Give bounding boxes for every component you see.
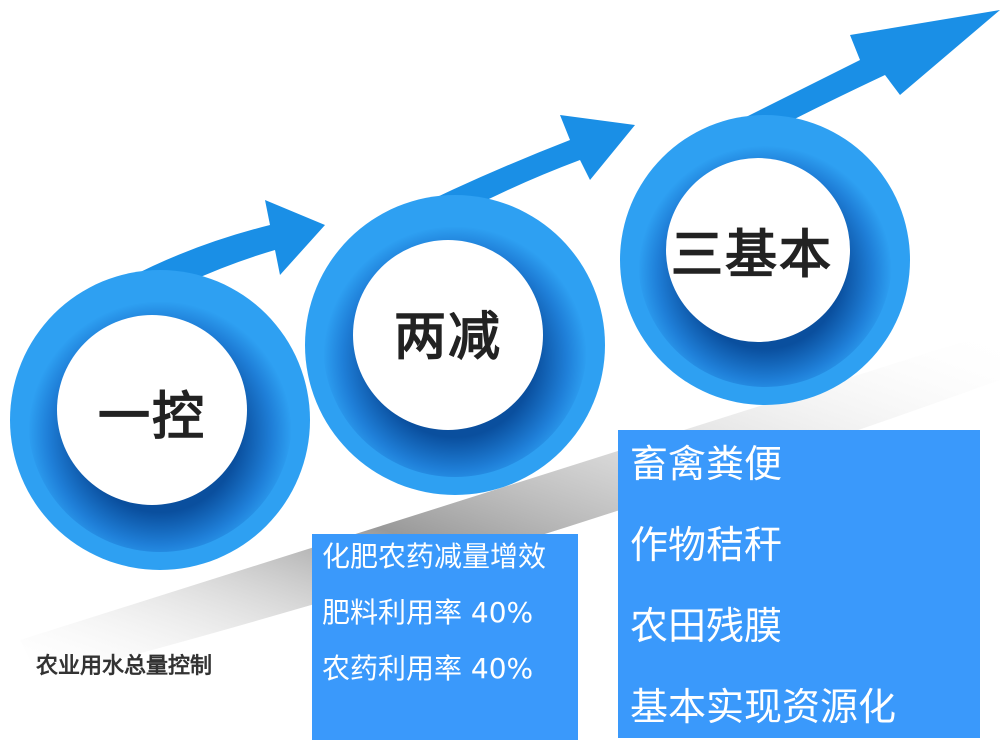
step-2-item: 化肥农药减量增效 (322, 540, 547, 573)
ring-1 (10, 270, 310, 570)
step-3-item: 作物秸秆 (630, 523, 783, 567)
arrow-3 (700, 10, 1000, 150)
step-3-box: 畜禽粪便 作物秸秆 农田残膜 基本实现资源化 (618, 430, 980, 738)
step-2-title: 两减 (393, 307, 503, 368)
step-2-box: 化肥农药减量增效 肥料利用率 40% 农药利用率 40% (312, 534, 578, 740)
ring-2 (305, 195, 605, 495)
step-3-item: 畜禽粪便 (630, 442, 783, 486)
ring-3 (620, 115, 910, 405)
step-3-title: 三基本 (670, 225, 834, 286)
step-1-title: 一控 (97, 387, 207, 448)
step-3-item: 基本实现资源化 (630, 685, 897, 729)
step-2-item: 肥料利用率 40% (322, 596, 534, 629)
step-3-item: 农田残膜 (630, 604, 783, 648)
floor-shadow (20, 330, 1000, 680)
step-2-item: 农药利用率 40% (322, 652, 534, 685)
step-1-caption: 农业用水总量控制 (36, 654, 213, 679)
